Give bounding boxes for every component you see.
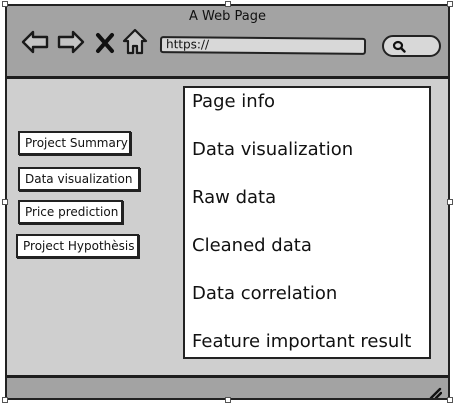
search-button[interactable] — [382, 35, 441, 57]
sidebar-item-label: Project Hypothèsis — [23, 239, 135, 253]
content-item-cleaned-data[interactable]: Cleaned data — [192, 235, 312, 256]
selection-handle — [225, 397, 231, 403]
content-item-page-info[interactable]: Page info — [192, 91, 276, 112]
selection-handle — [225, 1, 231, 7]
sidebar-item-label: Data visualization — [25, 172, 133, 186]
content-item-raw-data[interactable]: Raw data — [192, 187, 277, 208]
selection-handle — [2, 199, 8, 205]
address-bar[interactable]: https:// — [159, 36, 367, 55]
selection-handle — [447, 199, 453, 205]
browser-toolbar: A Web Page https:// — [7, 6, 448, 79]
sidebar-item-project-summary[interactable]: Project Summary — [18, 131, 131, 155]
home-icon[interactable] — [121, 27, 149, 57]
back-arrow-icon[interactable] — [20, 27, 50, 57]
sidebar-item-data-visualization[interactable]: Data visualization — [18, 167, 140, 191]
sidebar-item-price-prediction[interactable]: Price prediction — [18, 200, 123, 224]
selection-handle — [447, 397, 453, 403]
content-panel: Page info Data visualization Raw data Cl… — [183, 86, 431, 359]
forward-arrow-icon[interactable] — [56, 27, 86, 57]
content-item-data-correlation[interactable]: Data correlation — [192, 283, 338, 304]
close-icon[interactable] — [94, 27, 116, 57]
sidebar-item-project-hypothesis[interactable]: Project Hypothèsis — [16, 234, 139, 258]
selection-handle — [2, 1, 8, 7]
resize-handle-icon[interactable] — [428, 384, 443, 398]
address-text: https:// — [165, 37, 210, 52]
search-icon — [392, 40, 406, 53]
window-title: A Web Page — [189, 9, 266, 24]
selection-handle — [2, 397, 8, 403]
sidebar-item-label: Project Summary — [25, 136, 128, 150]
sidebar-item-label: Price prediction — [25, 205, 119, 219]
browser-window: A Web Page https:// — [5, 4, 450, 400]
selection-handle — [447, 1, 453, 7]
content-item-feature-important-result[interactable]: Feature important result — [192, 331, 412, 352]
content-item-data-visualization[interactable]: Data visualization — [192, 139, 354, 160]
status-bar — [7, 375, 448, 398]
